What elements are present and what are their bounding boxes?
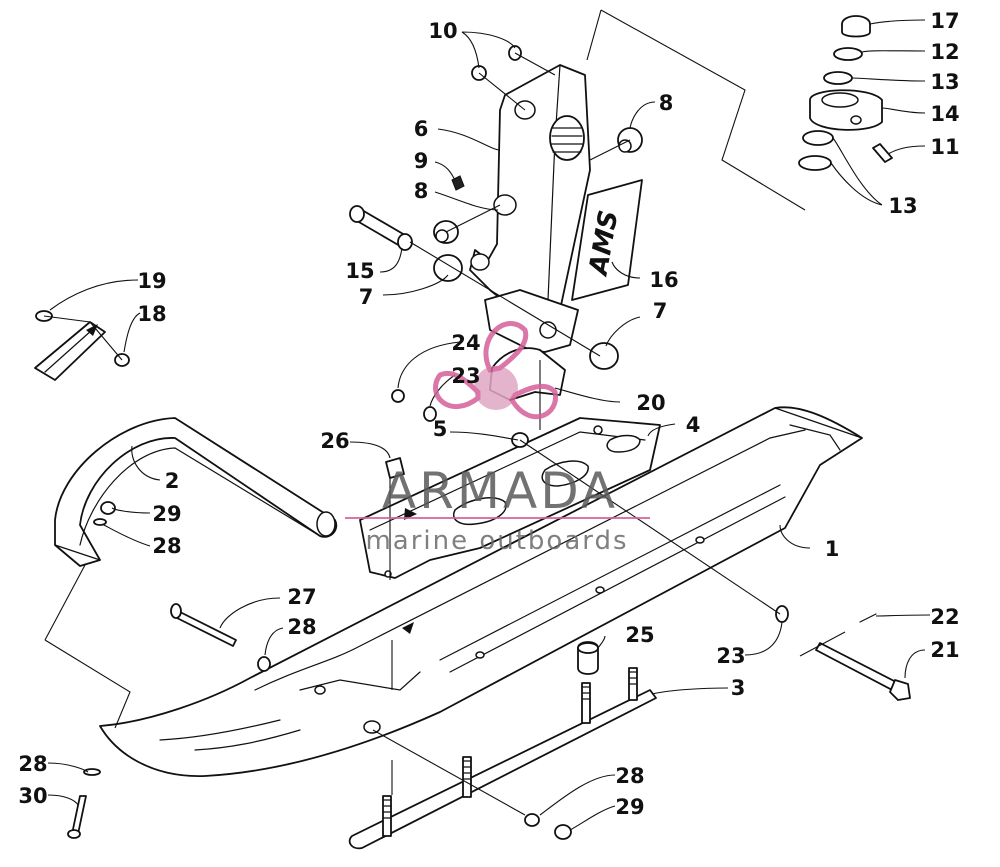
callout-3: 3 [731,676,746,700]
callout-23b: 23 [716,644,745,668]
callout-24: 24 [451,331,480,355]
callout-8a: 8 [414,179,429,203]
callout-16: 16 [649,268,678,292]
ski [99,406,863,777]
callout-15: 15 [345,259,374,283]
spindle [469,64,591,319]
callout-29a: 29 [152,502,181,526]
washer-nut-10 [471,45,522,81]
callout-11: 11 [930,135,959,159]
callout-20: 20 [636,391,665,415]
callout-26: 26 [320,429,349,453]
callout-30: 30 [18,784,47,808]
callout-8b: 8 [659,91,674,115]
callout-28b: 28 [152,534,181,558]
assembly-outline [586,9,806,211]
callout-14: 14 [930,102,959,126]
ams-decal: AMS [571,179,643,301]
callout-12: 12 [930,40,959,64]
bushing-7-left [433,254,463,282]
bolt-27 [170,603,237,647]
steering-clamp [798,15,893,171]
callout-29b: 29 [615,795,644,819]
leader-lines [47,19,931,831]
nut-26 [385,457,405,479]
armada-watermark: ARMADA marine outboards [345,321,650,556]
callout-2: 2 [165,469,180,493]
callout-1: 1 [825,537,840,561]
bolt-30 [67,795,87,839]
callout-7a: 7 [359,285,374,309]
callout-21: 21 [930,638,959,662]
watermark-brand: ARMADA [382,462,618,520]
bolt-21 [815,642,911,701]
bushing-7-right [589,342,619,370]
nut-25 [577,641,599,675]
callout-28c: 28 [18,752,47,776]
callout-17: 17 [930,9,959,33]
callout-13b: 13 [888,194,917,218]
callout-28d: 28 [615,764,644,788]
bushing-15 [349,205,413,251]
callout-labels: 1 2 3 4 5 6 7 7 8 8 9 10 11 12 13 13 14 … [18,9,959,819]
callout-13a: 13 [930,70,959,94]
callout-7b: 7 [653,299,668,323]
centerlines [43,52,846,816]
propeller-logo [433,321,558,420]
callout-18: 18 [137,302,166,326]
ski-loop [54,417,338,567]
nut-29-right [554,824,572,840]
callout-23a: 23 [451,364,480,388]
cotter-pin-22 [859,613,877,623]
watermark-tagline: marine outboards [365,526,628,556]
callout-28a: 28 [287,615,316,639]
callout-6: 6 [414,117,429,141]
callout-10: 10 [428,19,457,43]
carbide-runner [348,667,657,850]
callout-4: 4 [686,413,701,437]
callout-5: 5 [433,417,448,441]
callout-27: 27 [287,585,316,609]
callout-9: 9 [414,149,429,173]
callout-22: 22 [930,605,959,629]
callout-19: 19 [137,269,166,293]
washers [83,389,789,827]
callout-25: 25 [625,623,654,647]
nut-29-left [100,501,116,515]
